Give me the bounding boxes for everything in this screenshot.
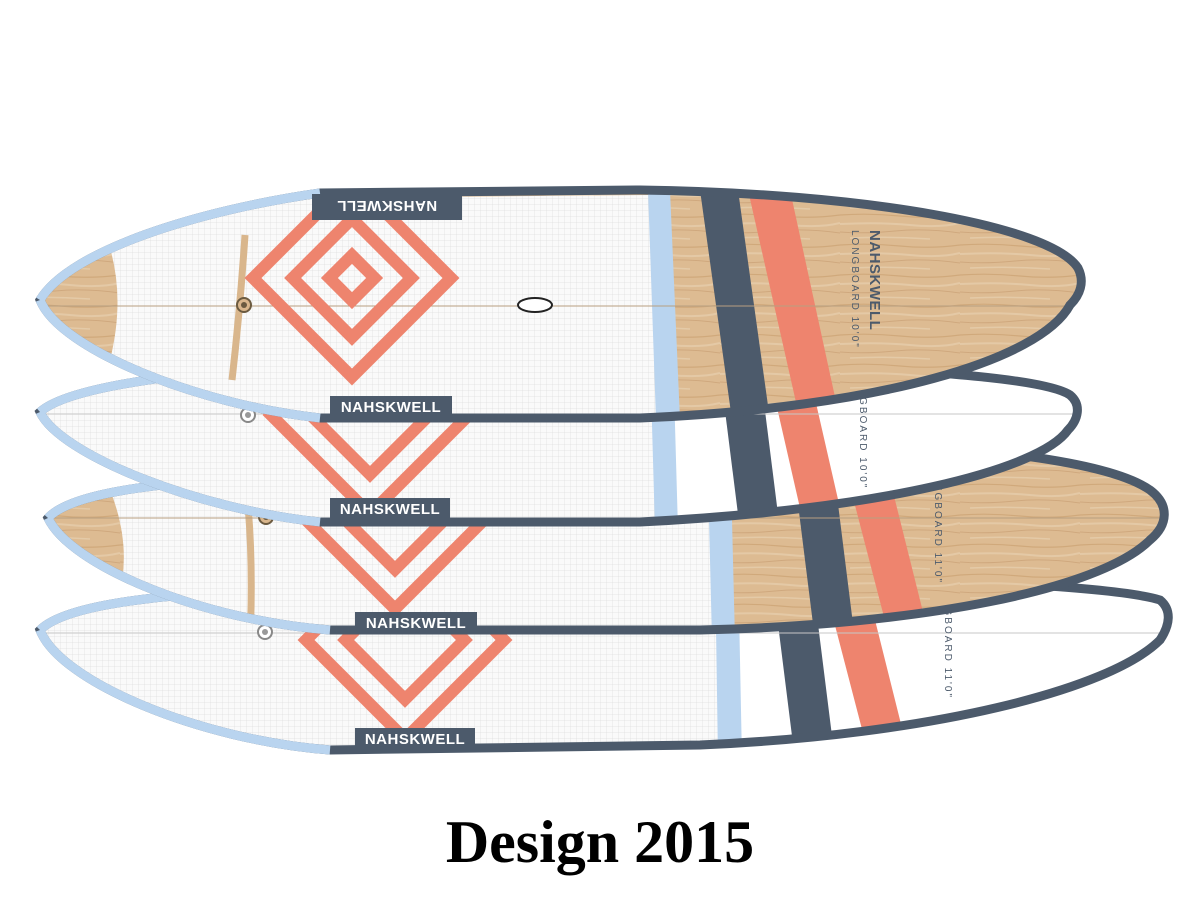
board-2-brand-label: NAHSKWELL <box>340 501 440 518</box>
board-1-brand-label-nose: NAHSKWELL <box>337 197 437 214</box>
board-1: NAHSKWELL NAHSKWELL NAHSKWELL LONGBOARD … <box>34 185 1086 423</box>
board-2-model-label: LONGBOARD 10'0" <box>857 371 868 490</box>
board-3-brand-label: NAHSKWELL <box>366 615 466 632</box>
board-1-brand-strip <box>312 194 462 220</box>
board-1-brand-label-tail: NAHSKWELL <box>341 399 441 416</box>
board-1-brand-strip-tail <box>330 396 452 416</box>
board-4-model-label: LONGBOARD 11'0" <box>942 581 953 699</box>
board-4-brand-label: NAHSKWELL <box>365 731 465 748</box>
board-3-model-label: LONGBOARD 11'0" <box>932 466 943 584</box>
caption-title: Design 2015 <box>445 809 755 875</box>
board-3-brand-strip <box>355 612 477 632</box>
board-1-deck-brand: NAHSKWELL <box>866 230 883 330</box>
board-4-brand-strip <box>355 728 475 748</box>
board-1-model-label: LONGBOARD 10'0" <box>849 230 860 349</box>
board-2-brand-strip <box>330 498 450 518</box>
